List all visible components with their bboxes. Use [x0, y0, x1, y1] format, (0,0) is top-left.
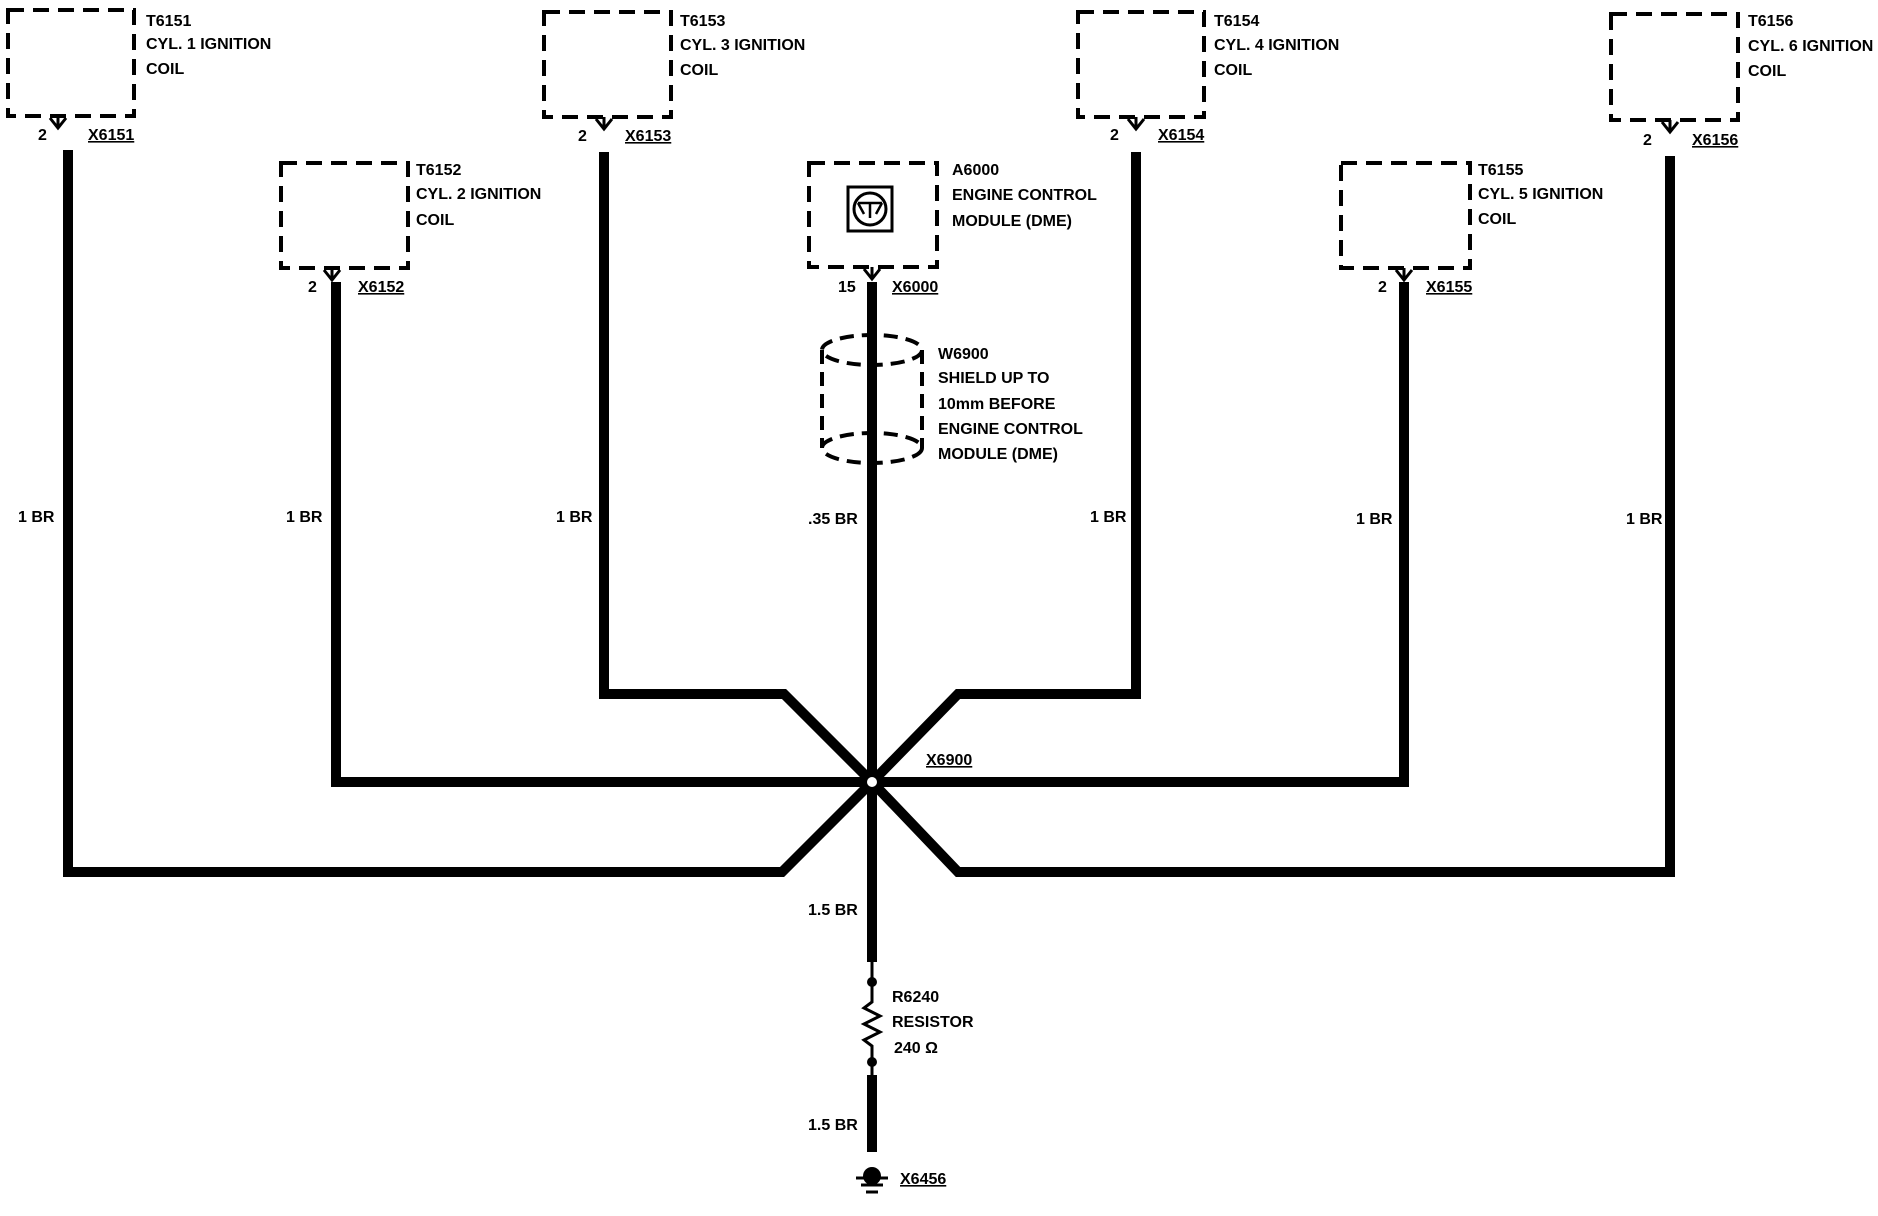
coil-1-box [6, 8, 136, 118]
ground-label: X6456 [900, 1171, 946, 1188]
wire-coil-5 [872, 282, 1409, 787]
wire-harness [63, 150, 1675, 1152]
ecm-box [807, 161, 939, 269]
coil-1-id: T6151 [146, 13, 191, 30]
coil-4-id: T6154 [1214, 13, 1259, 30]
coil-1-connector: X6151 [88, 127, 134, 144]
coil-4-connector: X6154 [1158, 127, 1204, 144]
coil-5-name-2: COIL [1478, 211, 1516, 228]
ecm-component: A6000 ENGINE CONTROL MODULE (DME) 15 X60… [807, 161, 1097, 296]
wire-label-coil-6: 1 BR [1626, 511, 1663, 528]
resistor-value: 240 Ω [894, 1040, 938, 1057]
coil-2-name: CYL. 2 IGNITION [416, 186, 541, 203]
coil-2-box [279, 161, 410, 270]
resistor-component: R6240 RESISTOR 240 Ω [860, 962, 974, 1075]
coil-6-name: CYL. 6 IGNITION [1748, 38, 1873, 55]
wire-label-coil-1: 1 BR [18, 509, 55, 526]
coil-4-pin: 2 [1110, 127, 1119, 144]
coil-3-name: CYL. 3 IGNITION [680, 37, 805, 54]
ecm-connector: X6000 [892, 279, 938, 296]
coil-6-component: T6156 CYL. 6 IGNITION COIL 2 X6156 [1609, 12, 1873, 149]
coil-1-pin: 2 [38, 127, 47, 144]
ecm-connector-icon [862, 267, 882, 282]
ecm-symbol-icon [846, 185, 894, 233]
coil-6-connector-icon [1660, 120, 1680, 135]
shield-sides [820, 350, 924, 448]
coil-1-name: CYL. 1 IGNITION [146, 36, 271, 53]
splice-hole [867, 777, 877, 787]
coil-1-name-2: COIL [146, 61, 184, 78]
coil-4-box [1076, 10, 1206, 119]
wire-label-coil-2: 1 BR [286, 509, 323, 526]
resistor-id: R6240 [892, 989, 939, 1006]
coil-6-name-2: COIL [1748, 63, 1786, 80]
coil-2-component: T6152 CYL. 2 IGNITION COIL 2 X6152 [279, 161, 541, 296]
shield-component: W6900 SHIELD UP TO 10mm BEFORE ENGINE CO… [820, 333, 1083, 465]
shield-line-1: SHIELD UP TO [938, 370, 1049, 387]
ground-icon [856, 1167, 888, 1194]
coil-5-pin: 2 [1378, 279, 1387, 296]
coil-3-id: T6153 [680, 13, 725, 30]
wire-coil-6 [868, 156, 1675, 877]
coil-4-name-2: COIL [1214, 62, 1252, 79]
coil-4-component: T6154 CYL. 4 IGNITION COIL 2 X6154 [1076, 10, 1339, 144]
coil-6-pin: 2 [1643, 132, 1652, 149]
shield-id: W6900 [938, 346, 989, 363]
wire-label-coil-4: 1 BR [1090, 509, 1127, 526]
wire-label-coil-3: 1 BR [556, 509, 593, 526]
coil-1-component: T6151 CYL. 1 IGNITION COIL 2 X6151 [6, 8, 271, 144]
wire-label-lower-1: 1.5 BR [808, 902, 858, 919]
wire-coil-4 [868, 152, 1141, 786]
wire-label-coil-5: 1 BR [1356, 511, 1393, 528]
ecm-name-line-2: MODULE (DME) [952, 213, 1072, 230]
resistor-zigzag-icon [860, 962, 884, 1075]
coil-3-name-2: COIL [680, 62, 718, 79]
coil-3-box [542, 10, 673, 119]
ecm-pin: 15 [838, 279, 856, 296]
coil-2-connector: X6152 [358, 279, 404, 296]
coil-1-connector-icon [48, 116, 68, 131]
coil-5-connector-icon [1394, 268, 1414, 283]
resistor-label: RESISTOR [892, 1014, 974, 1031]
wire-label-ecm: .35 BR [808, 511, 858, 528]
wire-coil-1 [63, 150, 876, 877]
coil-4-name: CYL. 4 IGNITION [1214, 37, 1339, 54]
wire-coil-2 [331, 282, 872, 787]
splice-node: X6900 [860, 752, 972, 794]
ecm-id: A6000 [952, 162, 999, 179]
coil-3-connector-icon [594, 117, 614, 132]
coil-5-id: T6155 [1478, 162, 1523, 179]
coil-5-name: CYL. 5 IGNITION [1478, 186, 1603, 203]
coil-2-pin: 2 [308, 279, 317, 296]
resistor-terminal-bottom [867, 1057, 877, 1067]
wire-label-lower-2: 1.5 BR [808, 1117, 858, 1134]
coil-5-connector: X6155 [1426, 279, 1472, 296]
coil-3-component: T6153 CYL. 3 IGNITION COIL 2 X6153 [542, 10, 805, 145]
coil-4-connector-icon [1126, 117, 1146, 132]
coil-6-box [1609, 12, 1740, 122]
shield-line-4: MODULE (DME) [938, 446, 1058, 463]
coil-5-box [1339, 161, 1472, 270]
coil-6-id: T6156 [1748, 13, 1793, 30]
ground-component: X6456 [856, 1167, 946, 1194]
shield-line-3: ENGINE CONTROL [938, 421, 1083, 438]
coil-2-id: T6152 [416, 162, 461, 179]
coil-5-component: T6155 CYL. 5 IGNITION COIL 2 X6155 [1339, 161, 1603, 296]
ecm-name-line-1: ENGINE CONTROL [952, 187, 1097, 204]
coil-3-pin: 2 [578, 128, 587, 145]
coil-3-connector: X6153 [625, 128, 671, 145]
coil-6-connector: X6156 [1692, 132, 1738, 149]
splice-label: X6900 [926, 752, 972, 769]
wire-coil-3 [599, 152, 876, 786]
coil-2-connector-icon [322, 268, 342, 283]
shield-line-2: 10mm BEFORE [938, 396, 1056, 413]
coil-2-name-2: COIL [416, 212, 454, 229]
